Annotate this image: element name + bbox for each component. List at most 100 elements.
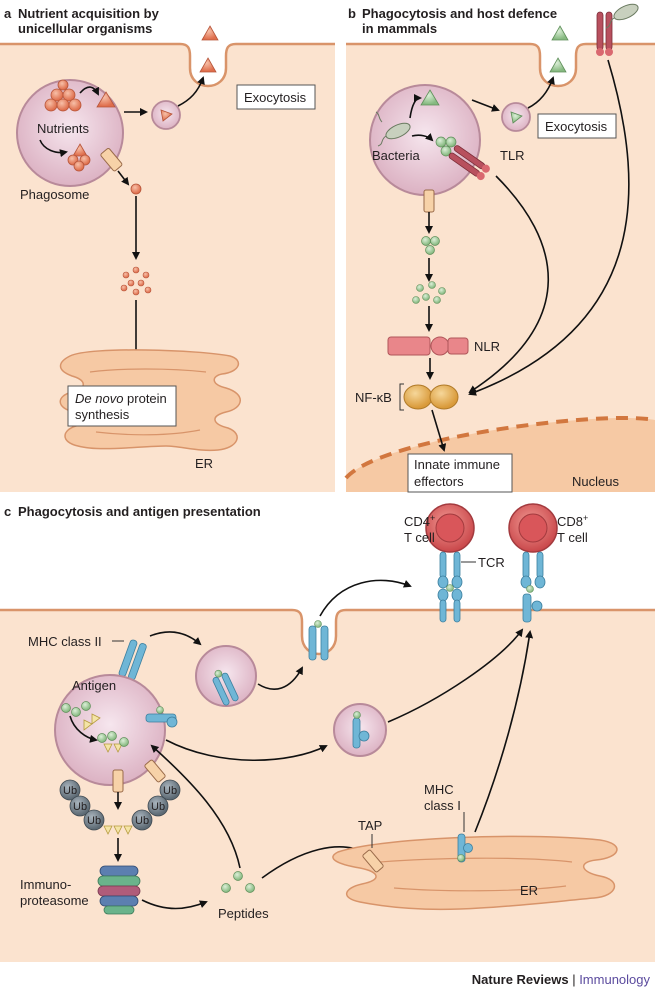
antigen-label: Antigen bbox=[72, 678, 116, 693]
cd4-tcell bbox=[425, 503, 475, 589]
panel-c-letter: c bbox=[4, 504, 11, 519]
svg-text:De novo protein: De novo protein bbox=[75, 391, 167, 406]
nutrient-triangle-exo1 bbox=[201, 25, 219, 41]
immunoproteasome bbox=[97, 865, 141, 915]
transporter-b bbox=[423, 189, 435, 213]
arrow-mhc2-to-cd4 bbox=[319, 579, 412, 617]
immunoproteasome-label-line2: proteasome bbox=[20, 893, 89, 908]
nlr-label: NLR bbox=[474, 339, 500, 354]
green-triangle-vesicle bbox=[510, 111, 523, 124]
ub-label-4: Ub bbox=[163, 785, 177, 797]
arrow-surface-tlr-to-nfkb bbox=[468, 59, 630, 396]
panel-c-cell bbox=[0, 610, 655, 962]
panel-b-letter: b bbox=[348, 6, 356, 21]
svg-text:CD8+: CD8+ bbox=[557, 513, 588, 529]
er-label-c: ER bbox=[520, 883, 538, 898]
nutrient-cluster-lower bbox=[67, 143, 91, 172]
antigen-particles bbox=[61, 701, 91, 717]
innate-label-line2: effectors bbox=[414, 474, 464, 489]
svg-text:CD4+: CD4+ bbox=[404, 513, 435, 529]
nutrient-triangle-in1 bbox=[96, 91, 116, 108]
arrow-er-mhc1-to-cd8 bbox=[474, 630, 534, 833]
nutrient-transporter bbox=[100, 148, 123, 172]
journal-section: Immunology bbox=[579, 972, 650, 987]
arrow-vesicle-to-pit bbox=[257, 666, 303, 690]
nutrient-triangle-exo2 bbox=[199, 57, 217, 73]
panel-a-title-line2: unicellular organisms bbox=[18, 21, 152, 36]
green-dots-released bbox=[421, 236, 440, 255]
arrow-peptides-to-phagosome bbox=[150, 744, 241, 869]
exocytosis-box-b bbox=[537, 113, 617, 139]
arrow-phagosome-to-mhc1-vesicle bbox=[165, 739, 328, 762]
cd4-sup: + bbox=[430, 513, 435, 523]
arrow-cluster-to-triangle bbox=[79, 86, 99, 96]
synthesis-label: synthesis bbox=[75, 407, 130, 422]
journal-footer: Nature Reviews | Immunology bbox=[472, 972, 651, 987]
innate-effectors-box bbox=[407, 453, 513, 493]
exocytosis-box-a bbox=[236, 84, 316, 110]
peptides-label: Peptides bbox=[218, 906, 269, 921]
panel-c-title: Phagocytosis and antigen presentation bbox=[18, 504, 261, 519]
mhc1-in-vesicle bbox=[352, 711, 370, 749]
panel-a-letter: a bbox=[4, 6, 12, 21]
arrow-mhc1-vesicle-to-cd8 bbox=[387, 628, 524, 723]
panel-b: b Phagocytosis and host defence in mamma… bbox=[344, 3, 655, 493]
er-tap bbox=[362, 849, 384, 873]
cd4-tcell-label: T cell bbox=[404, 530, 435, 545]
er-label-a: ER bbox=[195, 456, 213, 471]
arrow-mhc2-to-vesicle bbox=[149, 631, 202, 646]
panel-b-title-line1: Phagocytosis and host defence bbox=[362, 6, 557, 21]
antigen-phagosome bbox=[54, 674, 166, 786]
panel-a-title-line1: Nutrient acquisition by bbox=[18, 6, 160, 21]
cd8-sup: + bbox=[583, 513, 588, 523]
panel-c-membrane bbox=[0, 608, 655, 656]
green-triangle-exo2 bbox=[549, 57, 567, 73]
green-dots-cluster-b bbox=[435, 136, 457, 157]
phagosome-transporter bbox=[112, 769, 124, 793]
ub-label-1: Ub bbox=[63, 785, 77, 797]
phagosome-label: Phagosome bbox=[20, 187, 89, 202]
cd8-tcell-label: T cell bbox=[557, 530, 588, 545]
mhc1-in-er bbox=[457, 833, 473, 863]
mhc1-label-line1: MHC bbox=[424, 782, 454, 797]
ub-label-3: Ub bbox=[87, 815, 101, 827]
arrow-to-exo-vesicle-b bbox=[471, 99, 500, 112]
arrow-vesicle-to-membrane-b bbox=[527, 76, 555, 109]
arrow-bacteria-to-triangle bbox=[409, 94, 422, 119]
ub-label-6: Ub bbox=[135, 815, 149, 827]
bacteria-label: Bacteria bbox=[372, 148, 420, 163]
green-triangle-exo1 bbox=[551, 25, 569, 41]
phagosome-vesicle bbox=[16, 79, 124, 187]
nutrient-cluster-top bbox=[44, 79, 82, 112]
innate-label-line1: Innate immune bbox=[414, 457, 500, 472]
ub-labels: Ub Ub Ub Ub Ub Ub bbox=[63, 785, 177, 827]
panel-a-membrane bbox=[0, 42, 335, 88]
panel-b-membrane bbox=[346, 42, 655, 88]
protein-label: protein bbox=[123, 391, 166, 406]
phagosome-tlr bbox=[448, 145, 490, 181]
nucleus-label: Nucleus bbox=[572, 474, 619, 489]
arrow-vesicle-to-membrane bbox=[177, 76, 205, 107]
peptide-particles bbox=[221, 871, 255, 893]
panel-c: c Phagocytosis and antigen presentation … bbox=[0, 503, 655, 962]
arrow-proteasome-to-peptides bbox=[141, 899, 208, 910]
bacterium-in-phagosome bbox=[375, 111, 411, 147]
phagosome-tap bbox=[144, 759, 166, 783]
panel-a: a Nutrient acquisition by unicellular or… bbox=[0, 6, 335, 492]
cd8-tcell bbox=[508, 503, 558, 589]
journal-separator: | bbox=[569, 972, 580, 987]
mhc1-in-phagosome bbox=[145, 706, 178, 728]
nutrients-label: Nutrients bbox=[37, 121, 90, 136]
nuclear-envelope bbox=[344, 416, 655, 480]
mhc1-label-line2: class I bbox=[424, 798, 461, 813]
cd4-label: CD4 bbox=[404, 514, 430, 529]
er-organelle-c bbox=[332, 835, 618, 911]
arrow-phagosome-tlr-to-nfkb bbox=[468, 175, 550, 394]
svg-text:a: a bbox=[4, 6, 12, 21]
tcr-label: TCR bbox=[478, 555, 505, 570]
surface-bacterium bbox=[605, 3, 639, 29]
ub-label-2: Ub bbox=[73, 801, 87, 813]
mhc2-in-vesicle bbox=[212, 669, 239, 706]
arrow-to-lower-cluster bbox=[39, 139, 68, 158]
